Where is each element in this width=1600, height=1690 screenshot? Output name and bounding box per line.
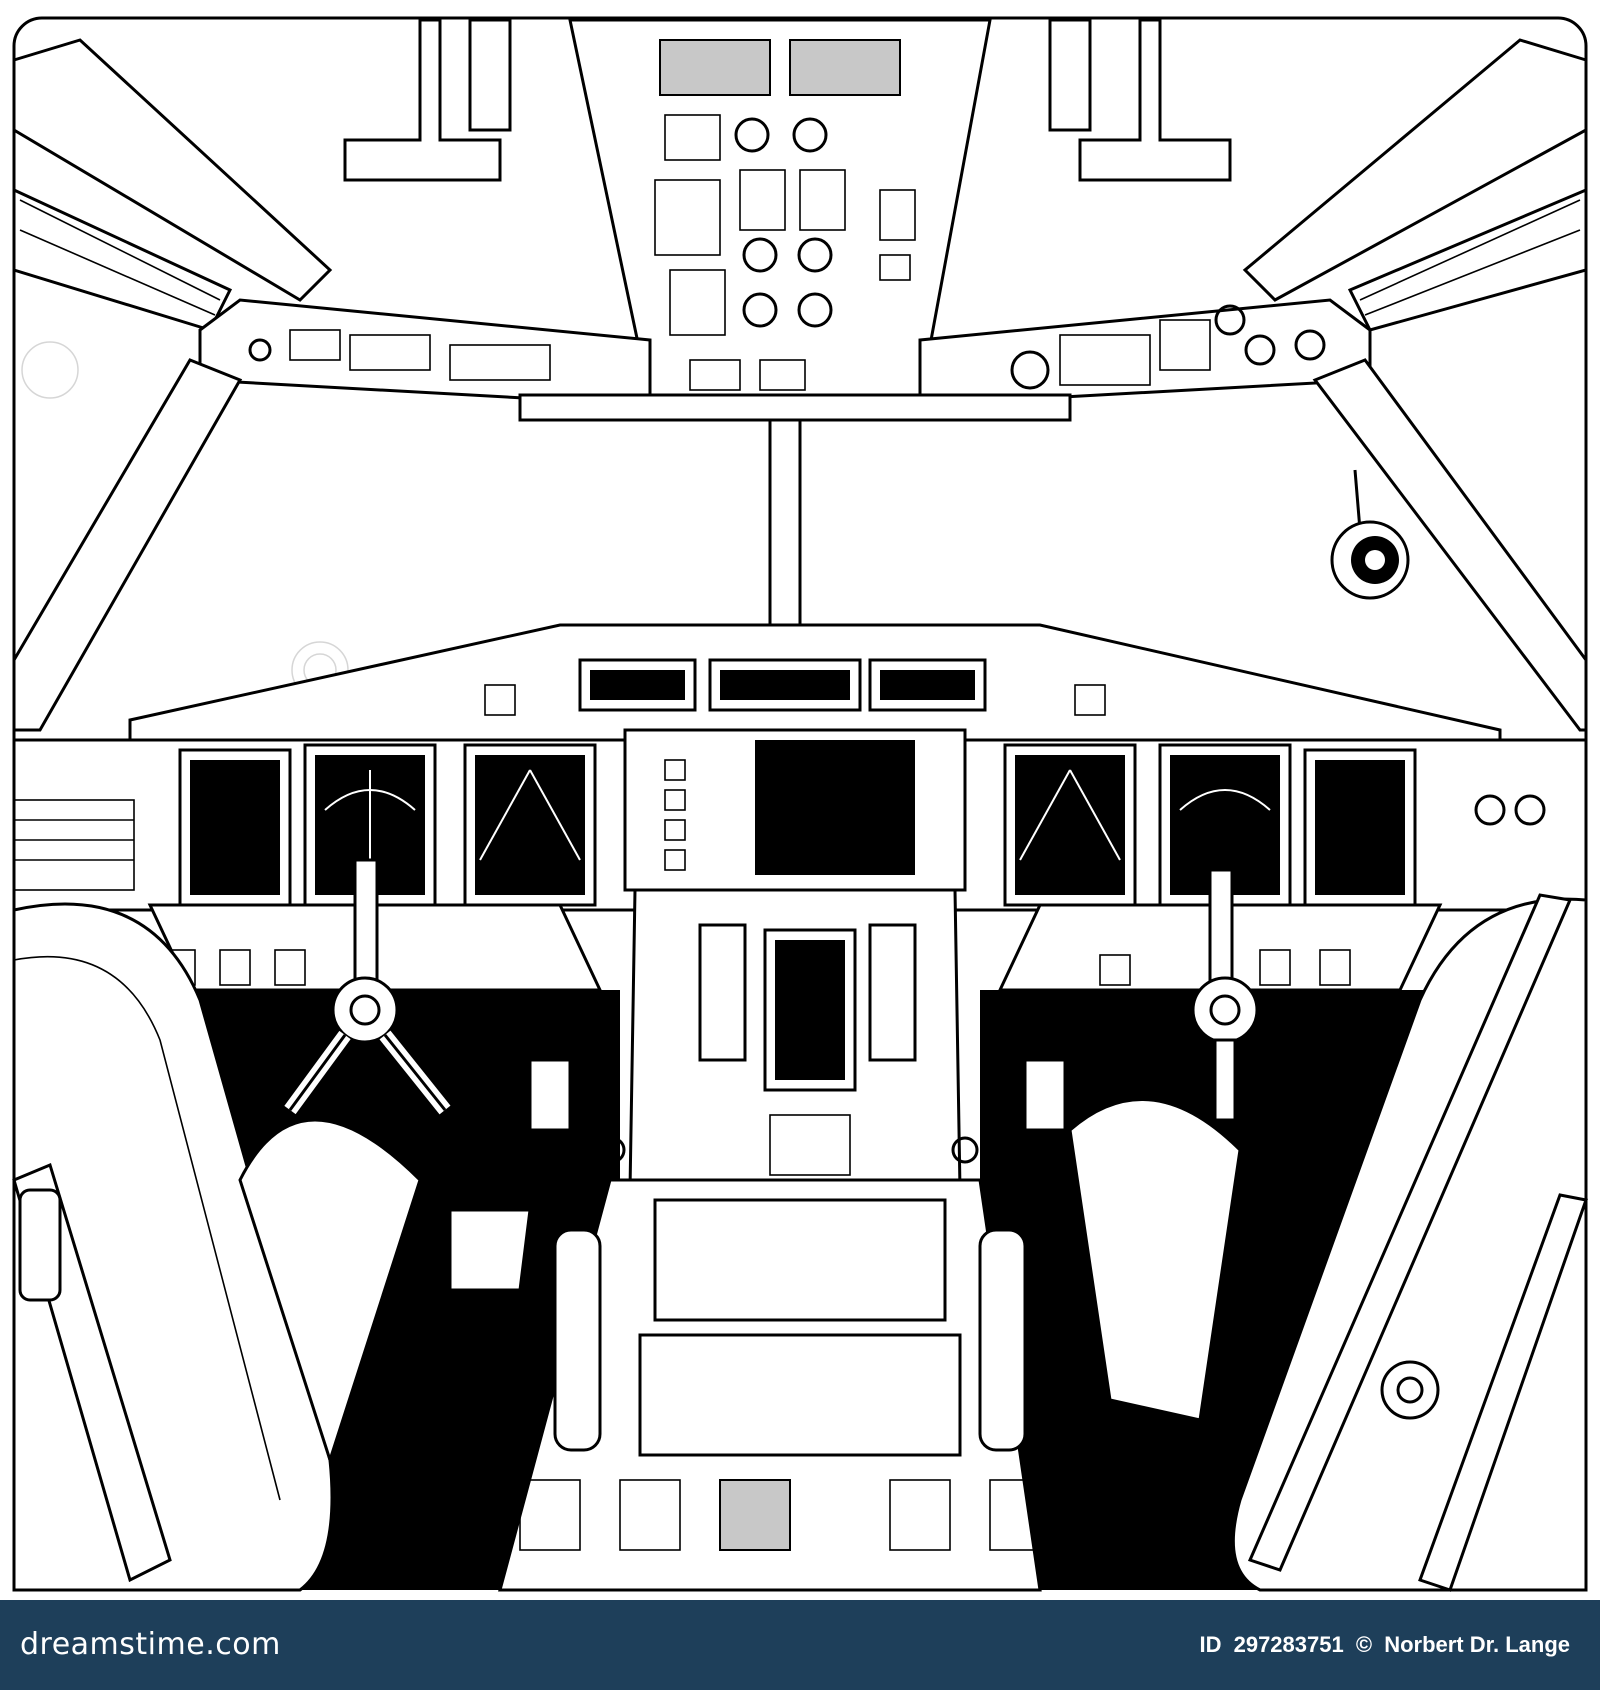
overhead-right-handle xyxy=(1048,18,1232,182)
standby-compass xyxy=(1330,469,1410,600)
left-window-pillar xyxy=(12,358,243,732)
captain-seat-back xyxy=(238,1118,422,1465)
glareshield xyxy=(128,623,1502,762)
captain-footrest xyxy=(448,1208,532,1292)
throttle-lever-left xyxy=(553,1228,602,1452)
pedestal-panel-upper xyxy=(653,1198,947,1322)
upper-eicas-screen xyxy=(755,740,915,875)
author-name: Norbert Dr. Lange xyxy=(1384,1632,1570,1657)
fo-yoke xyxy=(1191,868,1259,1122)
captain-side-lever xyxy=(12,1162,172,1583)
copyright-icon: © xyxy=(1355,1632,1373,1657)
throttle-lever-right xyxy=(978,1228,1027,1452)
stock-footer-bar: dreamstime.com ID 297283751 © Norbert Dr… xyxy=(0,1600,1600,1690)
captain-side-box xyxy=(528,1058,572,1132)
dreamstime-brand[interactable]: dreamstime.com xyxy=(20,1627,281,1662)
fo-seat-back xyxy=(1068,1098,1242,1422)
dreamstime-swirl-icon xyxy=(21,341,79,399)
fo-side-box xyxy=(1023,1058,1067,1132)
overhead-right-rail xyxy=(1242,38,1588,332)
id-label: ID xyxy=(1199,1632,1222,1657)
cockpit-coloring-illustration xyxy=(12,16,1588,1592)
overhead-left-handle xyxy=(343,18,512,182)
fo-side-lever xyxy=(1247,893,1588,1592)
image-id: 297283751 xyxy=(1233,1632,1344,1657)
center-window-post xyxy=(768,418,802,632)
image-credit: ID 297283751 © Norbert Dr. Lange xyxy=(1193,1600,1570,1690)
window-frame-bar xyxy=(198,298,1372,422)
pedestal-panel-lower xyxy=(638,1333,962,1457)
right-window-pillar xyxy=(1312,358,1588,732)
overhead-left-rail xyxy=(12,38,333,332)
overhead-knobs xyxy=(734,117,833,328)
captain-yoke xyxy=(284,858,451,1115)
main-instrument-panel xyxy=(12,728,1588,912)
center-pedestal xyxy=(498,888,1051,1592)
